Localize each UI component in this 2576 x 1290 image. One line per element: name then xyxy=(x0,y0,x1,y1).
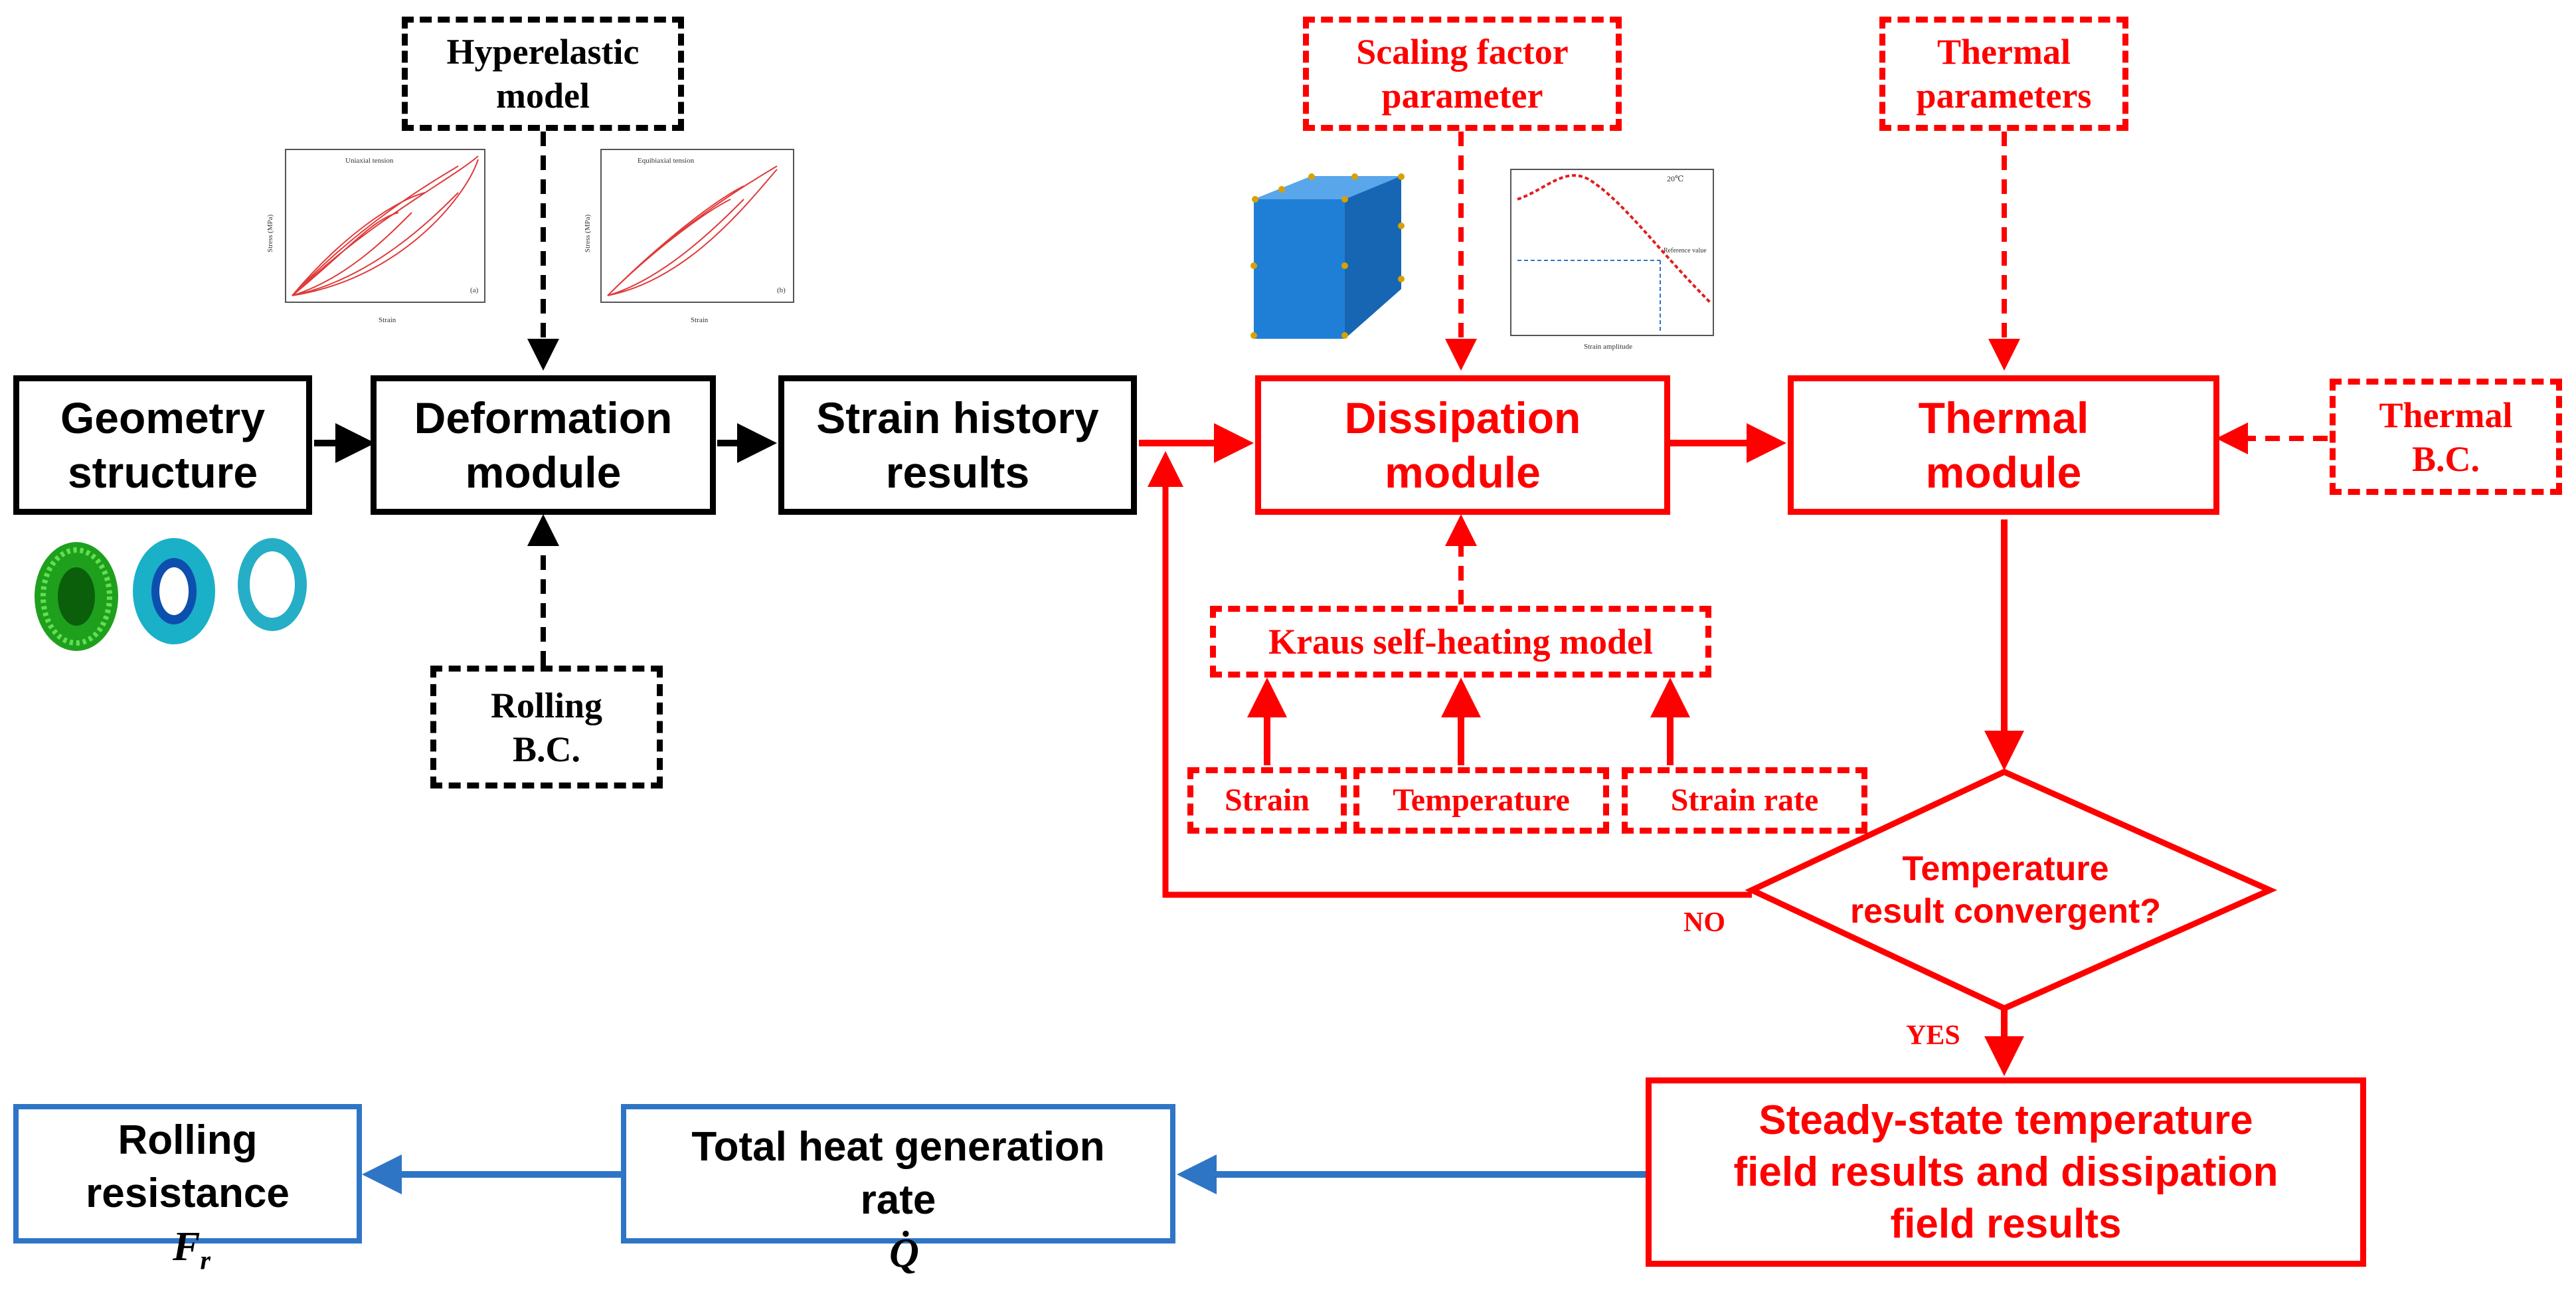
decision-diamond xyxy=(1745,769,2278,1012)
dissipation-module-label: Dissipation module xyxy=(1344,393,1581,497)
equibiaxial-tension-plot: Equibiaxial tension (b) Strain Stress (M… xyxy=(584,149,794,324)
strain-history-box: Strain history results xyxy=(778,375,1137,515)
thermal-bc-label: Thermal B.C. xyxy=(2379,395,2513,479)
scaling-factor-box: Scaling factor parameter xyxy=(1303,17,1622,131)
steady-state-label: Steady-state temperature field results a… xyxy=(1733,1097,2278,1247)
temperature-input-box: Temperature xyxy=(1353,767,1609,834)
kraus-model-label: Kraus self-heating model xyxy=(1268,622,1653,662)
heat-rate-symbol: Q̇ xyxy=(889,1231,919,1276)
hyperelastic-model-box: Hyperelastic model xyxy=(402,17,684,131)
thermal-parameters-label: Thermal parameters xyxy=(1916,32,2092,116)
modulus-annotation: Reference value xyxy=(1664,247,1707,254)
modulus-legend: 20℃ xyxy=(1667,174,1683,183)
modulus-strain-amplitude-plot: 20℃ Reference value Strain amplitude xyxy=(1510,169,1714,351)
rolling-resistance-symbol-sub: r xyxy=(200,1245,211,1275)
modulus-x-axis-label: Strain amplitude xyxy=(1584,343,1632,351)
temperature-input-label: Temperature xyxy=(1393,783,1570,818)
deformation-module-box: Deformation module xyxy=(371,375,716,515)
strain-input-box: Strain xyxy=(1187,767,1347,834)
thermal-module-label: Thermal module xyxy=(1918,393,2089,497)
steady-state-box: Steady-state temperature field results a… xyxy=(1646,1077,2366,1267)
rolling-bc-box: Rolling B.C. xyxy=(430,666,663,788)
strain-history-label: Strain history results xyxy=(816,393,1099,497)
yes-label: YES xyxy=(1906,1020,1960,1051)
total-heat-box: Total heat generation rate Q̇ xyxy=(621,1104,1175,1276)
hyperelastic-model-label: Hyperelastic model xyxy=(446,32,640,116)
decision-label: Temperature result convergent? xyxy=(1849,850,2162,931)
arrow-no-loop xyxy=(1148,451,1752,898)
thermal-module-box: Thermal module xyxy=(1788,375,2219,515)
total-heat-label: Total heat generation rate xyxy=(691,1124,1105,1223)
equibiaxial-y-axis-label: Stress (MPa) xyxy=(584,215,592,252)
rolling-resistance-symbol-main: F xyxy=(173,1224,201,1269)
strain-rate-input-box: Strain rate xyxy=(1622,767,1867,834)
deformation-module-label: Deformation module xyxy=(414,393,673,497)
tire-models-image xyxy=(35,538,307,651)
rolling-resistance-box: Rolling resistance Fr xyxy=(13,1104,362,1275)
kraus-model-box: Kraus self-heating model xyxy=(1210,606,1711,678)
thermal-parameters-box: Thermal parameters xyxy=(1879,17,2128,131)
equibiaxial-legend: Equibiaxial tension xyxy=(638,157,695,165)
rolling-resistance-label: Rolling resistance xyxy=(86,1117,290,1216)
dissipation-module-box: Dissipation module xyxy=(1255,375,1670,515)
geometry-structure-box: Geometry structure xyxy=(13,375,312,515)
no-label: NO xyxy=(1683,907,1725,938)
decision-label-box: Temperature result convergent? xyxy=(1793,830,2218,950)
strain-rate-input-label: Strain rate xyxy=(1670,783,1819,818)
equibiaxial-x-axis-label: Strain xyxy=(691,316,709,324)
uniaxial-x-axis-label: Strain xyxy=(379,316,396,324)
geometry-structure-label: Geometry structure xyxy=(60,393,266,497)
uniaxial-legend: Uniaxial tension xyxy=(345,157,394,165)
scaling-factor-label: Scaling factor parameter xyxy=(1356,32,1569,116)
uniaxial-y-axis-label: Stress (MPa) xyxy=(266,215,274,252)
uniaxial-panel-label: (a) xyxy=(470,286,479,294)
rolling-resistance-symbol: Fr xyxy=(173,1224,211,1275)
cube-mesh-image xyxy=(1250,173,1405,339)
uniaxial-tension-plot: Uniaxial tension (a) Strain Stress (MPa) xyxy=(266,149,485,324)
thermal-bc-box: Thermal B.C. xyxy=(2330,379,2562,495)
strain-input-label: Strain xyxy=(1224,783,1310,818)
rolling-bc-label: Rolling B.C. xyxy=(490,685,603,769)
equibiaxial-panel-label: (b) xyxy=(777,286,786,294)
